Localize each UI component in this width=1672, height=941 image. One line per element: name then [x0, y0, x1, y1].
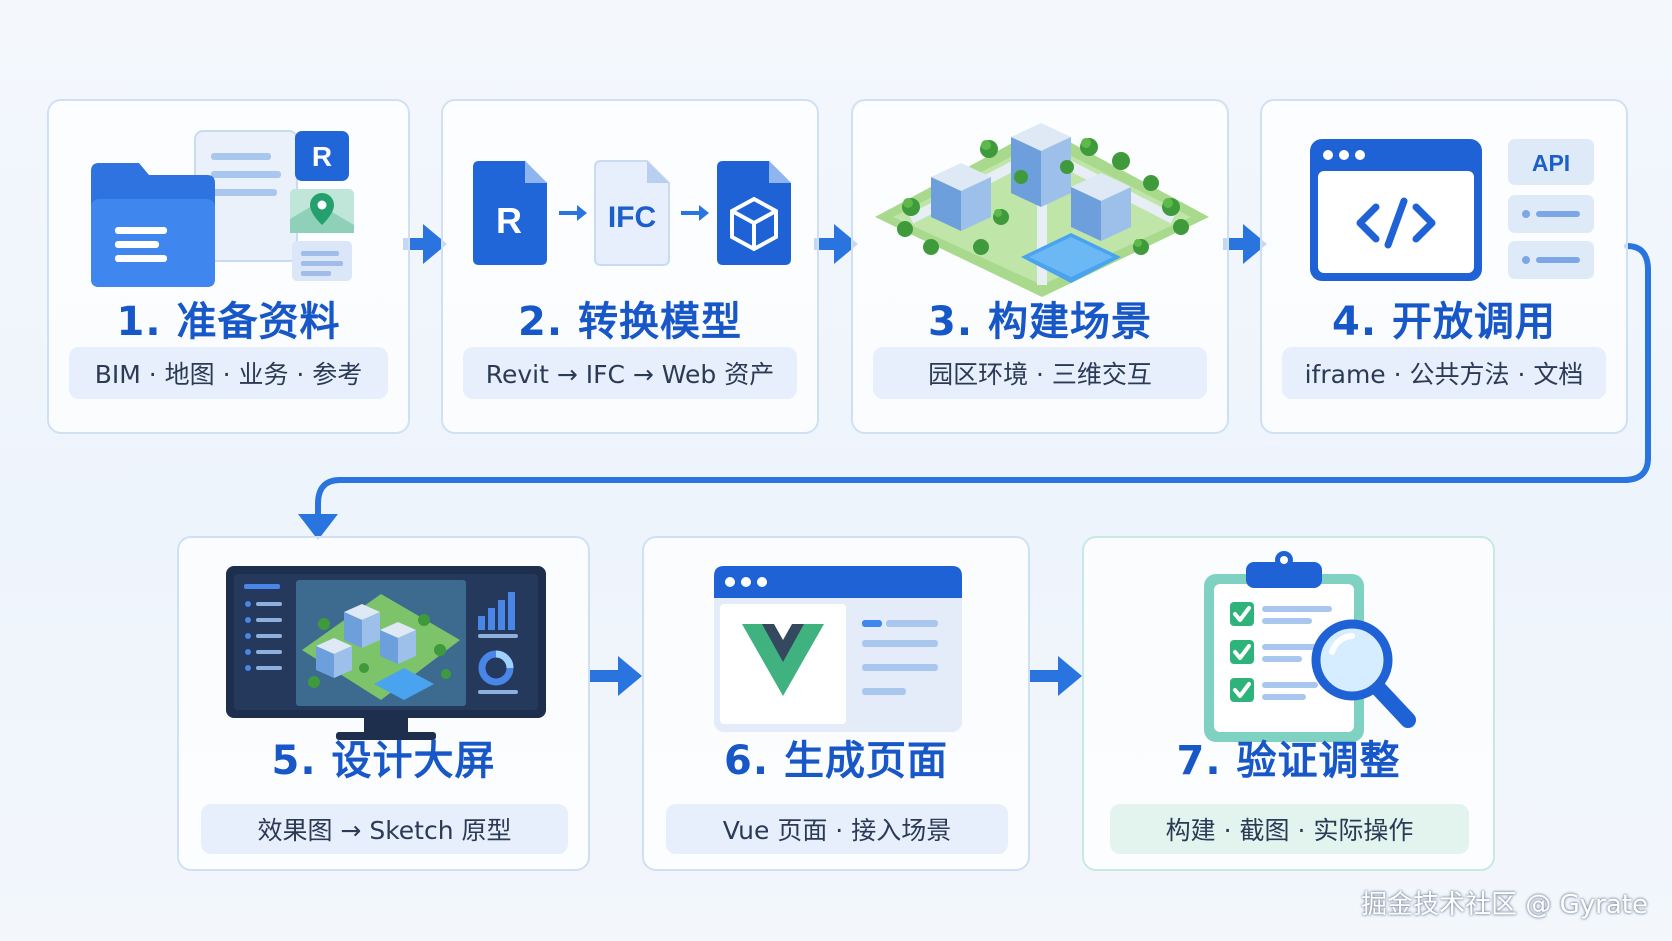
arrow-2-3 [814, 224, 858, 264]
step-card-1: R 1. 准备资料 BIM · 地图 · 业务 · 参考 [47, 99, 410, 434]
step-subtitle-1: BIM · 地图 · 业务 · 参考 [69, 347, 388, 399]
step1-illustration: R [91, 130, 354, 287]
step-card-5: 5. 设计大屏 效果图 → Sketch 原型 [177, 536, 590, 871]
step-subtitle-4: iframe · 公共方法 · 文档 [1282, 347, 1606, 399]
isometric-campus-icon [875, 123, 1209, 297]
api-list-icon: API [1508, 139, 1594, 279]
step-subtitle-5: 效果图 → Sketch 原型 [201, 804, 568, 854]
step-subtitle-2: Revit → IFC → Web 资产 [463, 347, 797, 399]
step-card-2: R IFC 2. 转换模型 Revit → IFC → Web 资产 [441, 99, 819, 434]
clipboard-checklist-icon [1204, 551, 1364, 742]
folder-icon [91, 163, 215, 287]
list-card-icon [292, 241, 352, 281]
cube-file-icon [717, 161, 791, 265]
step2-illustration: R IFC [473, 160, 791, 266]
svg-text:IFC: IFC [608, 201, 656, 234]
document-icon [194, 130, 298, 262]
step-title-7: 7. 验证调整 [1176, 738, 1401, 784]
step-title-1: 1. 准备资料 [116, 299, 341, 345]
step-card-6: 6. 生成页面 Vue 页面 · 接入场景 [642, 536, 1030, 871]
vue-browser-icon [714, 566, 962, 732]
step-card-3: 3. 构建场景 园区环境 · 三维交互 [851, 99, 1229, 434]
revit-file-icon: R [473, 161, 547, 265]
svg-text:API: API [1532, 150, 1570, 176]
dashboard-monitor-icon [226, 566, 546, 740]
magnifier-icon [1311, 619, 1416, 728]
watermark: 掘金技术社区 @ Gyrate [1361, 890, 1648, 920]
revit-icon: R [295, 131, 349, 181]
step-subtitle-7: 构建 · 截图 · 实际操作 [1110, 804, 1469, 854]
step-title-4: 4. 开放调用 [1332, 299, 1556, 345]
step-title-5: 5. 设计大屏 [271, 738, 496, 784]
ifc-file-icon: IFC [594, 160, 670, 266]
step-card-7: 7. 验证调整 构建 · 截图 · 实际操作 [1082, 536, 1495, 871]
step-subtitle-3: 园区环境 · 三维交互 [873, 347, 1207, 399]
browser-code-icon [1310, 139, 1482, 281]
step7-illustration [1204, 551, 1416, 742]
svg-text:R: R [312, 141, 332, 172]
step-title-3: 3. 构建场景 [928, 299, 1152, 345]
step-title-6: 6. 生成页面 [724, 738, 948, 784]
arrow-6-7 [1028, 656, 1082, 696]
map-pin-icon [290, 189, 354, 233]
svg-text:R: R [496, 200, 522, 241]
arrow-5-6 [588, 656, 642, 696]
step-card-4: API 4. 开放调用 iframe · 公共方法 · 文档 [1260, 99, 1628, 434]
step-title-2: 2. 转换模型 [518, 299, 742, 345]
step-subtitle-6: Vue 页面 · 接入场景 [666, 804, 1008, 854]
step4-illustration: API [1310, 139, 1594, 281]
